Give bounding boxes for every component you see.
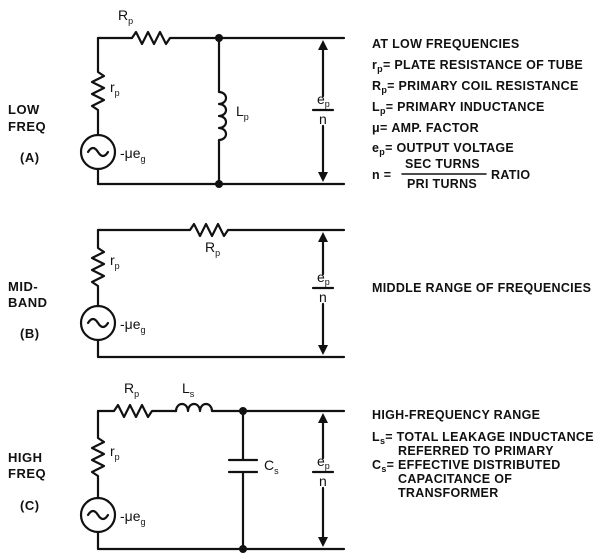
side-label-line2: FREQ <box>8 466 46 481</box>
node-dot <box>239 407 247 415</box>
legend-title: HIGH-FREQUENCY RANGE <box>372 408 540 422</box>
output-denominator: n <box>319 289 327 305</box>
legend-item: Cs= EFFECTIVE DISTRIBUTED <box>372 458 561 474</box>
legend-title: MIDDLE RANGE OF FREQUENCIES <box>372 281 591 295</box>
legend-item: μ= AMP. FACTOR <box>372 121 479 135</box>
label-source: -μeg <box>120 508 146 527</box>
ac-source-c <box>79 496 117 534</box>
panel-low-freq: LOW FREQ (A) Rp rp Lp -μeg ep n AT LOW F… <box>8 7 583 191</box>
output-numerator: ep <box>317 269 330 287</box>
legend-item: Ls= TOTAL LEAKAGE INDUCTANCE <box>372 430 594 446</box>
wire-left-c <box>90 409 106 500</box>
ratio-suffix: RATIO <box>491 168 530 182</box>
legend-item-continued: CAPACITANCE OF <box>398 472 512 486</box>
output-denominator: n <box>319 111 327 127</box>
node-dot <box>215 180 223 188</box>
resistor-Rp-b <box>96 222 346 238</box>
side-label-line2: BAND <box>8 295 48 310</box>
ac-source-b <box>79 304 117 342</box>
legend-item: rp= PLATE RESISTANCE OF TUBE <box>372 58 583 74</box>
label-source: -μeg <box>120 316 146 335</box>
panel-tag: (B) <box>20 326 40 341</box>
label-Ls: Ls <box>182 380 195 399</box>
side-label-line1: HIGH <box>8 450 43 465</box>
legend-item: ep= OUTPUT VOLTAGE <box>372 141 514 157</box>
inductor-Lp-a <box>217 36 228 186</box>
legend-item: Lp= PRIMARY INDUCTANCE <box>372 100 545 116</box>
inductor-Ls-c <box>174 402 346 413</box>
node-dot <box>215 34 223 42</box>
output-denominator: n <box>319 473 327 489</box>
output-voltage-arrow-b <box>318 232 328 355</box>
label-rp: rp <box>110 252 120 271</box>
node-dot <box>239 545 247 553</box>
wire-bottom-a <box>96 167 346 186</box>
output-numerator: ep <box>317 453 330 471</box>
wire-bottom-b <box>96 338 346 359</box>
capacitor-Cs-c <box>227 409 259 551</box>
resistor-Rp-a <box>96 30 346 46</box>
label-rp: rp <box>110 443 120 462</box>
ratio-numerator: SEC TURNS <box>405 157 480 171</box>
output-numerator: ep <box>317 91 330 109</box>
label-Cs: Cs <box>264 457 279 476</box>
side-label-line2: FREQ <box>8 119 46 134</box>
ratio-symbol: n = <box>372 168 391 182</box>
panel-tag: (C) <box>20 498 40 513</box>
panel-high-freq: HIGH FREQ (C) Rp Ls rp Cs -μeg ep n HIGH… <box>8 380 594 553</box>
legend-title: AT LOW FREQUENCIES <box>372 37 520 51</box>
label-source: -μeg <box>120 145 146 164</box>
side-label-line1: MID- <box>8 279 38 294</box>
resistor-Rp-c <box>96 403 178 419</box>
wire-left-a <box>90 36 106 136</box>
output-voltage-arrow-c <box>318 413 328 547</box>
label-Rp: Rp <box>205 239 220 258</box>
panel-mid-band: MID- BAND (B) Rp rp -μeg ep n MIDDLE RAN… <box>8 222 591 359</box>
panel-tag: (A) <box>20 150 40 165</box>
label-rp: rp <box>110 79 120 98</box>
output-voltage-arrow-a <box>318 40 328 182</box>
wire-left-b <box>90 228 106 308</box>
label-Lp: Lp <box>236 103 249 122</box>
label-Rp: Rp <box>124 380 139 399</box>
label-Rp: Rp <box>118 7 133 26</box>
wire-bottom-c <box>96 530 346 551</box>
side-label-line1: LOW <box>8 102 40 117</box>
ac-source-a <box>79 133 117 171</box>
ratio-denominator: PRI TURNS <box>407 177 477 191</box>
legend-item-continued: TRANSFORMER <box>398 486 499 500</box>
legend-item-continued: REFERRED TO PRIMARY <box>398 444 554 458</box>
legend-item: Rp= PRIMARY COIL RESISTANCE <box>372 79 579 95</box>
